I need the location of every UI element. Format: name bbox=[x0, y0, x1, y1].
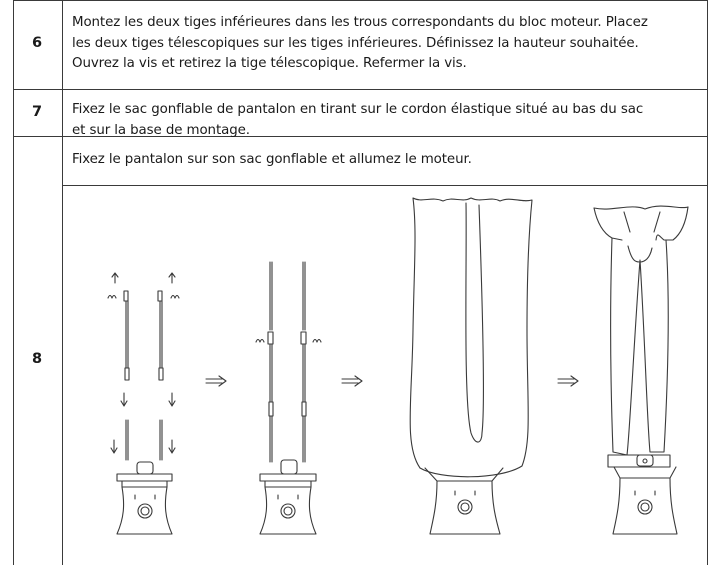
step-text-8: Fixez le pantalon sur son sac gonflable … bbox=[72, 150, 700, 171]
step-text-line: Montez les deux tiges inférieures dans l… bbox=[72, 15, 648, 30]
instruction-table: 6 Montez les deux tiges inférieures dans… bbox=[13, 0, 708, 565]
next-arrow bbox=[205, 375, 227, 387]
step-text-line: et sur la base de montage. bbox=[72, 122, 250, 138]
step-text-6: Montez les deux tiges inférieures dans l… bbox=[72, 13, 700, 75]
figure-trousers-mounted bbox=[593, 205, 689, 535]
next-arrow bbox=[341, 375, 363, 387]
step-text-line: Fixez le sac gonflable de pantalon en ti… bbox=[72, 102, 644, 117]
step-number-6: 6 bbox=[31, 35, 43, 51]
step-text-line: les deux tiges télescopiques sur les tig… bbox=[72, 35, 639, 51]
figure-telescopic-rods bbox=[255, 261, 322, 535]
figure-inflatable-bag bbox=[409, 197, 533, 535]
step-number-8: 8 bbox=[31, 351, 43, 367]
figure-assemble-rods bbox=[107, 272, 180, 535]
next-arrow bbox=[557, 375, 579, 387]
step-text-7: Fixez le sac gonflable de pantalon en ti… bbox=[72, 100, 700, 141]
step-number-7: 7 bbox=[31, 104, 43, 120]
step-text-line: Fixez le pantalon sur son sac gonflable … bbox=[72, 152, 472, 167]
step-text-line: Ouvrez la vis et retirez la tige télesco… bbox=[72, 56, 467, 71]
